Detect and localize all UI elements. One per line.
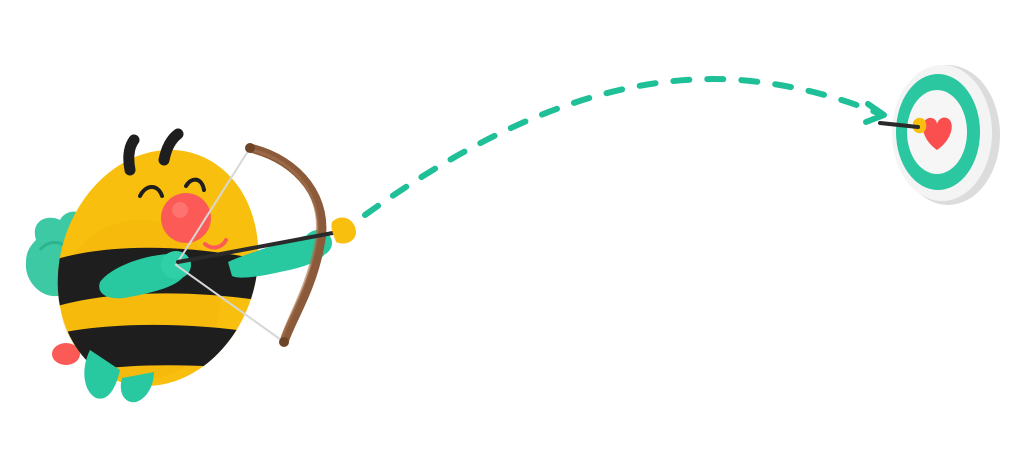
arrowhead-icon xyxy=(331,217,356,244)
target-arrowhead-icon xyxy=(913,117,927,134)
eye-right-icon xyxy=(184,177,206,192)
antenna-left-icon xyxy=(123,134,140,176)
leg-left-icon xyxy=(84,350,120,399)
arrow-icon xyxy=(176,217,356,264)
target-arrow-shaft xyxy=(878,121,920,129)
antenna-right-icon xyxy=(158,128,184,166)
heart-icon xyxy=(923,117,952,150)
bowstring xyxy=(174,147,285,343)
nose-icon xyxy=(161,193,211,243)
smile-icon xyxy=(203,238,228,250)
target-icon xyxy=(878,65,1000,205)
stinger-icon xyxy=(52,343,80,365)
trajectory-arrowhead-icon xyxy=(863,101,887,125)
arrow-trajectory-path xyxy=(362,76,881,218)
bow-icon xyxy=(174,143,327,347)
eye-left-icon xyxy=(138,185,164,198)
arm-front-icon xyxy=(228,234,327,278)
leg-right-icon xyxy=(120,372,154,403)
bee-icon xyxy=(25,128,332,403)
